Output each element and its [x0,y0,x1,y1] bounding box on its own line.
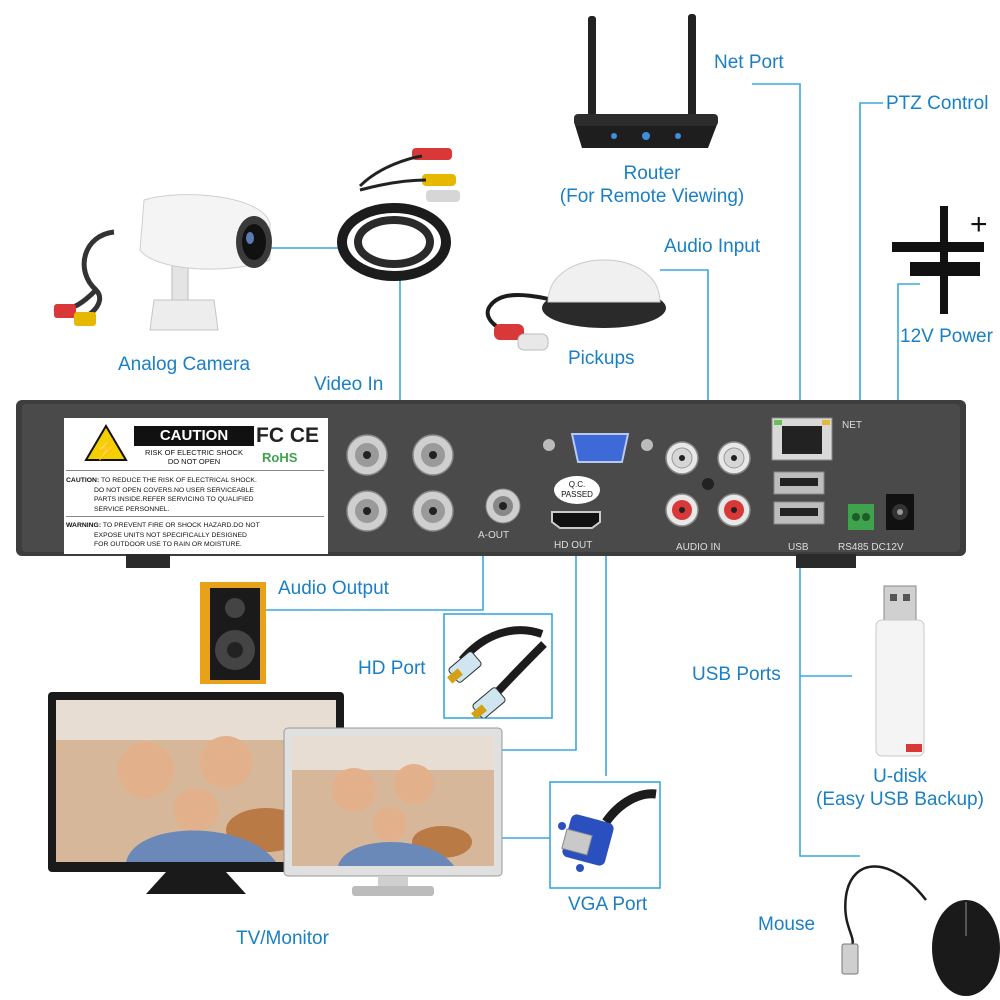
hd-port-label: HD Port [358,658,426,679]
mouse-label: Mouse [758,914,816,935]
video-in-ports [346,434,454,532]
ptz-line [859,102,883,500]
vga-port [570,433,630,463]
fcc-logo: FC CE [256,424,319,448]
pickups-label: Pickups [568,348,635,369]
caution-subtext: RISK OF ELECTRIC SHOCK DO NOT OPEN [134,448,254,466]
audio-input-line [660,269,709,428]
warning-text-3: FOR OUTDOOR USE TO RAIN OR MOISTURE. [94,541,242,548]
caution-title: CAUTION [159,427,229,444]
rs485-label: RS485 [838,542,869,553]
dc-power-jack [886,494,914,530]
rohs-mark: RoHS [262,450,298,465]
usb-label: USB [788,542,809,553]
warning-paragraph: WARNING: TO PREVENT FIRE OR SHOCK HAZARD… [66,521,324,550]
analog-camera-icon [53,194,272,331]
svg-text:⚡: ⚡ [94,437,119,461]
hd-port-line [500,540,577,751]
caution-text-2: DO NOT OPEN COVERS.NO USER SERVICEABLE [94,486,254,494]
lan-port [771,417,833,461]
udisk-label: U-disk [873,766,927,787]
warning-label: WARNING: [66,522,102,529]
tv-monitor-label: TV/Monitor [236,928,329,949]
a-out-label: A-OUT [478,530,510,541]
hdmi-cable-icon [447,626,547,718]
vga-cable-icon [558,789,657,872]
router-label: Router [623,163,681,184]
caution-line-2: DO NOT OPEN [167,457,221,466]
small-monitor-icon [283,727,503,896]
usb-flash-drive-icon [875,585,925,757]
ptz-control-label: PTZ Control [886,93,989,114]
net-port-line [752,83,801,440]
screw-right [641,439,653,451]
dc-power-icon: + [892,206,988,314]
speaker-icon [200,582,266,684]
warning-text-2: EXPOSE UNITS NOT SPECIFICALLY DESIGNED [94,531,247,539]
bnc-cable-icon [337,148,460,281]
warning-text-1: TO PREVENT FIRE OR SHOCK HAZARD.DO NOT [102,522,260,529]
rs485-terminal [848,504,874,530]
fcc-mark: FC [256,424,284,447]
audio-in-label: AUDIO IN [676,542,721,553]
qc-passed-sticker: Q.C. PASSED [554,476,600,504]
audio-out-port [485,488,521,524]
audio-output-line [266,540,484,611]
power-port-label: RS485 DC12V [838,542,904,553]
caution-paragraph: CAUTION: TO REDUCE THE RISK OF ELECTRICA… [66,476,324,514]
sticker-divider-1 [66,470,324,471]
router-sublabel: (For Remote Viewing) [559,186,745,207]
audio-in-ports [665,441,751,527]
udisk-sublabel: (Easy USB Backup) [816,789,984,810]
ce-mark: CE [289,424,320,447]
sticker-divider-2 [66,516,324,517]
caution-label: CAUTION: [66,477,100,484]
audio-input-label: Audio Input [664,236,761,257]
caution-text-1: TO REDUCE THE RISK OF ELECTRICAL SHOCK. [101,477,257,484]
hd-out-label: HD OUT [554,540,593,551]
pickup-microphone-icon [485,259,666,351]
qc-line-1: Q.C. [568,480,586,489]
dc12v-label: DC12V [871,542,904,553]
router-icon [574,14,718,148]
usb-ports [773,471,825,525]
usb-ports-label: USB Ports [692,664,781,685]
large-monitor-icon [48,692,344,894]
video-in-label: Video In [314,374,384,395]
mouse-icon [841,865,1000,996]
power-label: 12V Power [900,326,993,347]
audio-output-label: Audio Output [278,578,389,599]
net-label: NET [842,420,862,431]
qc-line-2: PASSED [561,490,593,499]
caution-text-4: SERVICE PERSONNEL. [94,505,170,513]
svg-text:+: + [970,208,988,241]
screw-left [543,439,555,451]
hdmi-port [551,511,601,529]
caution-text-3: PARTS INSIDE.REFER SERVICING TO QUALIFIE… [94,496,254,503]
usb-mouse-line [799,540,860,857]
analog-camera-label: Analog Camera [118,354,251,375]
caution-line-1: RISK OF ELECTRIC SHOCK [145,448,243,457]
net-port-label: Net Port [714,52,784,73]
vga-port-label: VGA Port [568,894,648,915]
